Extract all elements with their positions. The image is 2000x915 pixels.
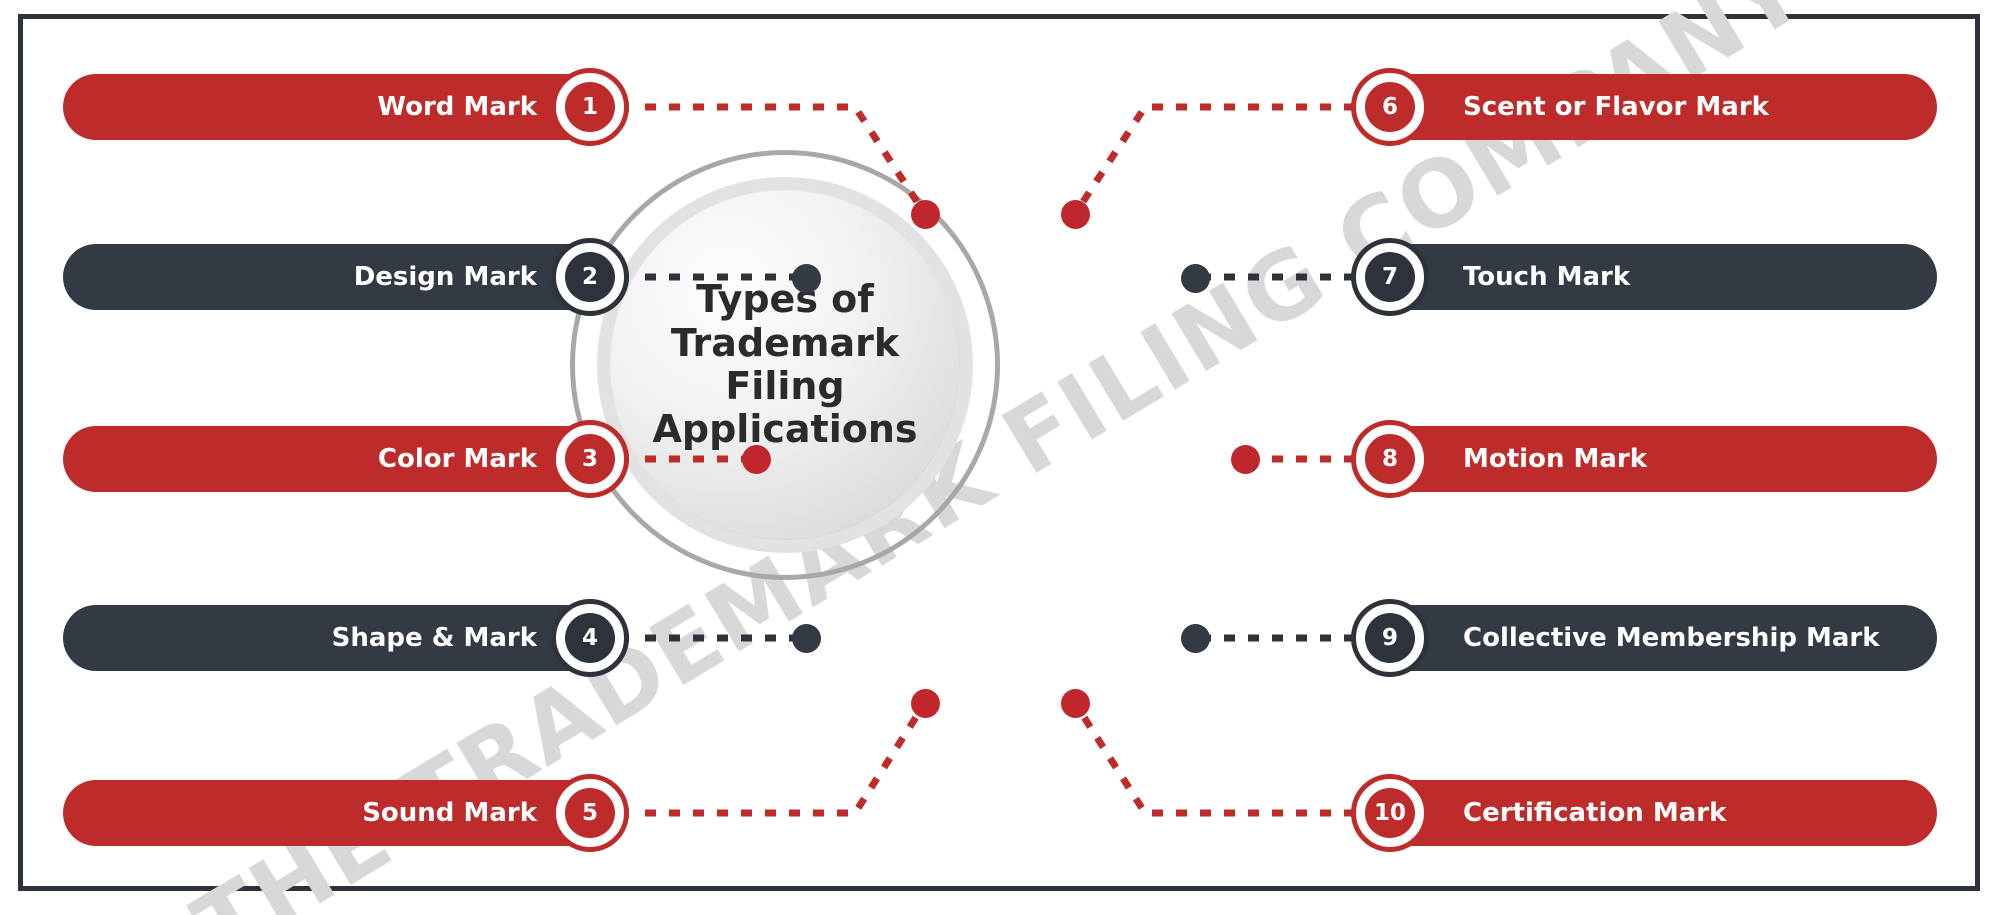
- badge-disc: 3: [565, 434, 615, 484]
- badge-right-7: 7: [1351, 238, 1429, 316]
- list-item-right-7[interactable]: Touch Mark 7: [1317, 238, 1937, 316]
- list-item-right-9[interactable]: Collective Membership Mark 9: [1317, 599, 1937, 677]
- page-title: Types of Trademark Filing Applications: [652, 277, 918, 452]
- anchor-dot-3: [742, 445, 771, 474]
- badge-right-8: 8: [1351, 420, 1429, 498]
- badge-number: 3: [581, 445, 598, 472]
- outer-frame-border: [18, 14, 1980, 891]
- badge-left-1: 1: [551, 68, 629, 146]
- anchor-dot-5: [911, 689, 940, 718]
- badge-disc: 7: [1365, 252, 1415, 302]
- pill-label: Certification Mark: [1463, 798, 1727, 828]
- badge-number: 5: [581, 799, 598, 826]
- pill-right-6[interactable]: Scent or Flavor Mark: [1371, 74, 1937, 140]
- badge-disc: 5: [565, 788, 615, 838]
- badge-left-3: 3: [551, 420, 629, 498]
- badge-number: 9: [1381, 624, 1398, 651]
- badge-disc: 10: [1365, 788, 1415, 838]
- badge-disc: 4: [565, 613, 615, 663]
- list-item-left-2[interactable]: Design Mark 2: [63, 238, 683, 316]
- pill-label: Word Mark: [377, 92, 537, 122]
- badge-disc: 9: [1365, 613, 1415, 663]
- badge-number: 10: [1373, 799, 1406, 826]
- badge-disc: 6: [1365, 82, 1415, 132]
- anchor-dot-4: [792, 624, 821, 653]
- pill-right-7[interactable]: Touch Mark: [1371, 244, 1937, 310]
- pill-right-10[interactable]: Certification Mark: [1371, 780, 1937, 846]
- badge-number: 7: [1381, 263, 1398, 290]
- pill-label: Touch Mark: [1463, 262, 1631, 292]
- pill-left-5[interactable]: Sound Mark: [63, 780, 629, 846]
- anchor-dot-7: [1181, 264, 1210, 293]
- anchor-dot-2: [792, 264, 821, 293]
- pill-label: Scent or Flavor Mark: [1463, 92, 1769, 122]
- anchor-dot-8: [1231, 445, 1260, 474]
- badge-disc: 2: [565, 252, 615, 302]
- pill-label: Sound Mark: [362, 798, 537, 828]
- pill-label: Shape & Mark: [331, 623, 537, 653]
- pill-right-8[interactable]: Motion Mark: [1371, 426, 1937, 492]
- badge-right-9: 9: [1351, 599, 1429, 677]
- pill-left-4[interactable]: Shape & Mark: [63, 605, 629, 671]
- badge-left-5: 5: [551, 774, 629, 852]
- badge-number: 6: [1381, 93, 1398, 120]
- list-item-right-10[interactable]: Certification Mark 10: [1317, 774, 1937, 852]
- anchor-dot-1: [911, 200, 940, 229]
- pill-left-1[interactable]: Word Mark: [63, 74, 629, 140]
- pill-label: Design Mark: [353, 262, 537, 292]
- badge-number: 4: [581, 624, 598, 651]
- badge-right-10: 10: [1351, 774, 1429, 852]
- list-item-left-1[interactable]: Word Mark 1: [63, 68, 683, 146]
- badge-left-4: 4: [551, 599, 629, 677]
- badge-number: 2: [581, 263, 598, 290]
- list-item-right-8[interactable]: Motion Mark 8: [1317, 420, 1937, 498]
- badge-disc: 1: [565, 82, 615, 132]
- pill-label: Collective Membership Mark: [1463, 623, 1880, 653]
- anchor-dot-9: [1181, 624, 1210, 653]
- anchor-dot-10: [1061, 689, 1090, 718]
- outer-ring: [570, 150, 1000, 580]
- pill-label: Color Mark: [377, 444, 537, 474]
- badge-disc: 8: [1365, 434, 1415, 484]
- center-circle: Types of Trademark Filing Applications: [610, 190, 960, 540]
- list-item-right-6[interactable]: Scent or Flavor Mark 6: [1317, 68, 1937, 146]
- pill-left-2[interactable]: Design Mark: [63, 244, 629, 310]
- badge-number: 1: [581, 93, 598, 120]
- center-hub: Types of Trademark Filing Applications: [570, 150, 1000, 580]
- list-item-left-5[interactable]: Sound Mark 5: [63, 774, 683, 852]
- list-item-left-3[interactable]: Color Mark 3: [63, 420, 683, 498]
- badge-number: 8: [1381, 445, 1398, 472]
- pill-right-9[interactable]: Collective Membership Mark: [1371, 605, 1937, 671]
- badge-right-6: 6: [1351, 68, 1429, 146]
- pill-left-3[interactable]: Color Mark: [63, 426, 629, 492]
- pill-label: Motion Mark: [1463, 444, 1648, 474]
- list-item-left-4[interactable]: Shape & Mark 4: [63, 599, 683, 677]
- anchor-dot-6: [1061, 200, 1090, 229]
- badge-left-2: 2: [551, 238, 629, 316]
